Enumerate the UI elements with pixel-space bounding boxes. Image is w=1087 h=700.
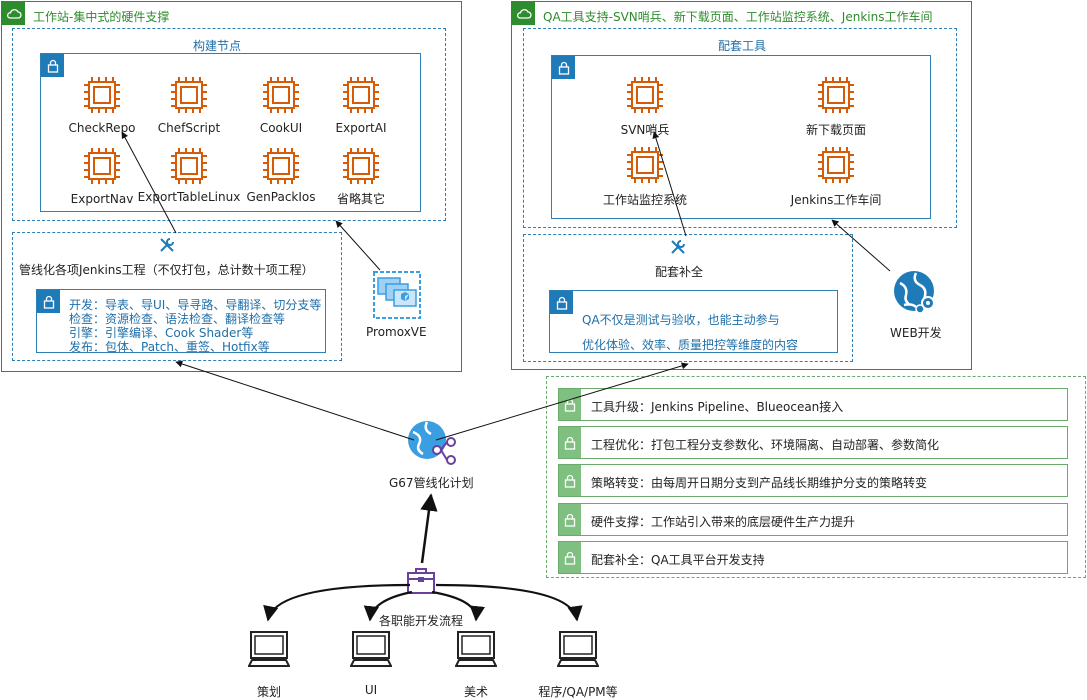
support-line: 优化体验、效率、质量把控等维度的内容: [582, 338, 799, 352]
lock-icon: [550, 291, 573, 314]
role-label: 策划: [256, 685, 282, 699]
web-globe-icon: [892, 269, 940, 317]
lock-icon: [559, 427, 581, 458]
build-node-label: ExportAI: [335, 121, 387, 135]
summary-row-text: 工具升级：Jenkins Pipeline、Blueocean接入: [591, 400, 844, 414]
jenkins-line: 检查：资源检查、语法检查、翻译检查等: [69, 312, 286, 326]
jenkins-line: 引擎：引擎编译、Cook Shader等: [69, 326, 254, 340]
tools-group: 配套工具: [523, 28, 957, 228]
summary-group: [546, 376, 1086, 578]
build-nodes-title: 构建节点: [193, 39, 242, 53]
monitor-icon: [247, 630, 291, 670]
role-label: UI: [364, 683, 378, 697]
left-group-title: 工作站-集中式的硬件支撑: [33, 10, 170, 24]
chip-icon: [261, 75, 301, 115]
flow-box-icon: [405, 565, 437, 597]
right-group-title: QA工具支持-SVN哨兵、新下载页面、工作站监控系统、Jenkins工作车间: [543, 10, 933, 24]
build-nodes-box: [40, 53, 421, 212]
lock-icon: [559, 389, 581, 420]
promox-label: PromoxVE: [366, 325, 427, 339]
chip-icon: [261, 146, 301, 186]
cloud-icon: [512, 2, 535, 25]
chip-icon: [169, 146, 209, 186]
build-node-label: ExportNav: [70, 192, 134, 206]
summary-row-text: 配套补全：QA工具平台开发支持: [591, 553, 765, 567]
support-box: [549, 290, 838, 353]
lock-icon: [559, 504, 581, 535]
right-group: QA工具支持-SVN哨兵、新下载页面、工作站监控系统、Jenkins工作车间: [511, 1, 972, 370]
tool-node-label: Jenkins工作车间: [790, 193, 882, 207]
tools-title: 配套工具: [718, 39, 767, 53]
chip-icon: [816, 145, 856, 185]
arrow-g67-to-left: [175, 360, 415, 441]
chip-icon: [816, 75, 856, 115]
chip-icon: [625, 145, 665, 185]
web-label: WEB开发: [890, 326, 942, 340]
summary-row: 工具升级：Jenkins Pipeline、Blueocean接入: [558, 388, 1068, 421]
chip-icon: [169, 75, 209, 115]
monitor-icon: [556, 630, 600, 670]
summary-row-text: 硬件支撑：工作站引入带来的底层硬件生产力提升: [591, 515, 856, 529]
build-node-label: ExportTableLinux: [137, 190, 241, 204]
support-group: [523, 234, 853, 362]
jenkins-title: 管线化各项Jenkins工程（不仅打包，总计数十项工程）: [19, 263, 314, 277]
chip-icon: [625, 75, 665, 115]
build-node-label: ChefScript: [157, 121, 221, 135]
support-line: QA不仅是测试与验收，也能主动参与: [582, 313, 780, 327]
build-node-label: 省略其它: [336, 192, 386, 206]
lock-icon: [41, 54, 64, 77]
build-node-label: GenPackIos: [246, 190, 316, 204]
chip-icon: [341, 75, 381, 115]
chip-icon: [341, 146, 381, 186]
support-title: 配套补全: [655, 265, 704, 279]
lock-icon: [559, 465, 581, 496]
tools-box: [551, 55, 931, 219]
g67-label: G67管线化计划: [389, 476, 474, 490]
summary-row: 工程优化：打包工程分支参数化、环境隔离、自动部署、参数简化: [558, 426, 1068, 459]
summary-row: 硬件支撑：工作站引入带来的底层硬件生产力提升: [558, 503, 1068, 536]
jenkins-line: 发布：包体、Patch、重签、Hotfix等: [69, 340, 270, 354]
flow-label: 各职能开发流程: [379, 614, 464, 628]
arrow-flow-to-g67: [420, 493, 438, 564]
cloud-icon: [2, 2, 25, 25]
chip-icon: [82, 75, 122, 115]
build-node-label: CookUI: [259, 121, 303, 135]
wrench-icon: [669, 238, 687, 256]
chip-icon: [82, 146, 122, 186]
summary-row: 配套补全：QA工具平台开发支持: [558, 541, 1068, 574]
tool-node-label: 工作站监控系统: [602, 193, 688, 207]
role-label: 程序/QA/PM等: [538, 685, 618, 699]
lock-icon: [552, 56, 575, 79]
jenkins-group: [12, 232, 342, 361]
build-nodes-group: 构建节点: [12, 28, 446, 221]
build-node-label: CheckRepo: [68, 121, 136, 135]
tool-node-label: 新下载页面: [805, 123, 867, 137]
summary-row: 策略转变：由每周开日期分支到产品线长期维护分支的策略转变: [558, 464, 1068, 497]
wrench-icon: [158, 236, 176, 254]
promox-icon: [372, 270, 422, 320]
tool-node-label: SVN哨兵: [620, 123, 670, 137]
monitor-icon: [349, 630, 393, 670]
monitor-icon: [454, 630, 498, 670]
lock-icon: [37, 290, 60, 313]
summary-row-text: 策略转变：由每周开日期分支到产品线长期维护分支的策略转变: [591, 476, 928, 490]
lock-icon: [559, 542, 581, 573]
jenkins-line: 开发：导表、导UI、导寻路、导翻译、切分支等: [69, 298, 322, 312]
summary-row-text: 工程优化：打包工程分支参数化、环境隔离、自动部署、参数简化: [591, 438, 940, 452]
role-label: 美术: [463, 685, 489, 699]
g67-pipeline-icon: [405, 420, 457, 468]
jenkins-box: [36, 289, 326, 353]
